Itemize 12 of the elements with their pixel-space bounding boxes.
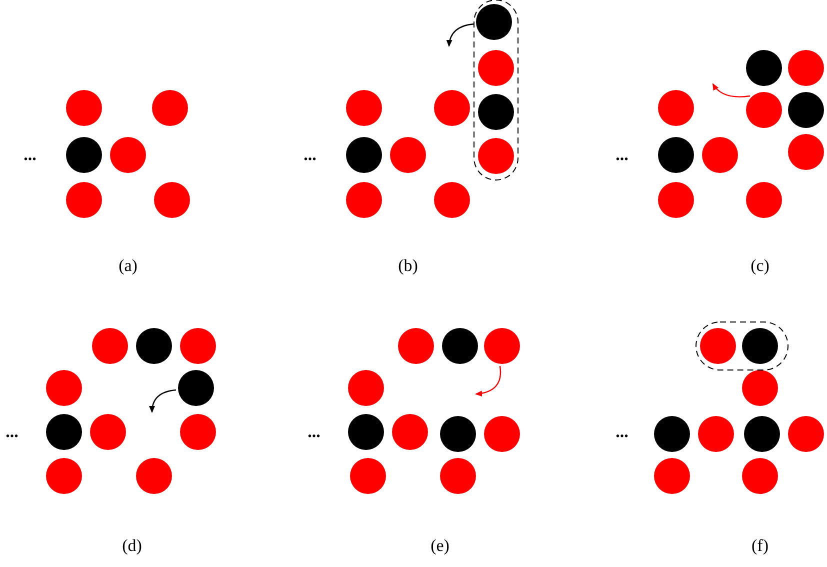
panel-label: (d) bbox=[122, 536, 142, 556]
panel-label: (c) bbox=[750, 256, 770, 276]
panel-label: (a) bbox=[118, 256, 138, 276]
ellipsis: ... bbox=[304, 145, 316, 165]
panel-label: (b) bbox=[398, 256, 418, 276]
panel-label: (e) bbox=[430, 536, 450, 556]
ellipsis: ... bbox=[6, 422, 18, 442]
ellipsis: ... bbox=[308, 422, 320, 442]
ellipsis: ... bbox=[24, 145, 36, 165]
ellipsis: ... bbox=[616, 145, 628, 165]
panel-label: (f) bbox=[752, 536, 768, 556]
ellipsis: ... bbox=[616, 422, 628, 442]
